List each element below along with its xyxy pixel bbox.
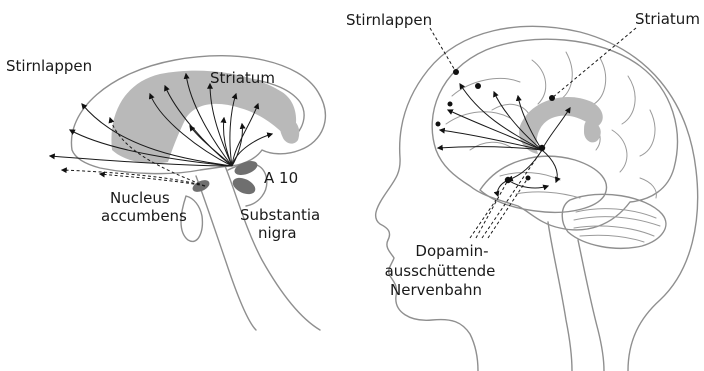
pathway-label-line1: Dopamin- [415, 242, 488, 260]
pathway-label-line2: ausschüttende [385, 262, 496, 280]
pathway-label-line3: Nervenbahn [390, 281, 482, 299]
nigra-label-line2: nigra [258, 224, 297, 242]
right-brainstem-back-outline [578, 240, 604, 371]
a10-label: A 10 [264, 169, 298, 187]
nucleus-accumbens [191, 178, 212, 195]
head-profile: Stirnlappen Striatum Dopamin- ausschütte… [346, 10, 700, 371]
sagittal-brain-section: Stirnlappen Striatum A 10 Nucleus accumb… [6, 56, 325, 330]
left-frontal-lobe-label: Stirnlappen [6, 57, 92, 75]
brain-gyri [446, 52, 656, 198]
right-brainstem-outline [548, 222, 572, 371]
nigra-label-line1: Substantia [240, 206, 320, 224]
striatum-tail [280, 118, 299, 144]
accumbens-label-line2: accumbens [101, 207, 187, 225]
left-striatum-label: Striatum [210, 69, 275, 87]
accumbens-label-line1: Nucleus [110, 189, 170, 207]
brainstem-front-outline [196, 176, 256, 330]
a10-nucleus [233, 158, 260, 177]
cerebellum-folds [574, 209, 660, 242]
temporal-lobe-outline [480, 156, 606, 212]
right-frontal-lobe-label: Stirnlappen [346, 11, 432, 29]
right-striatum-label: Striatum [635, 10, 700, 28]
substantia-nigra-nucleus [230, 175, 258, 198]
head-outline [376, 26, 698, 371]
